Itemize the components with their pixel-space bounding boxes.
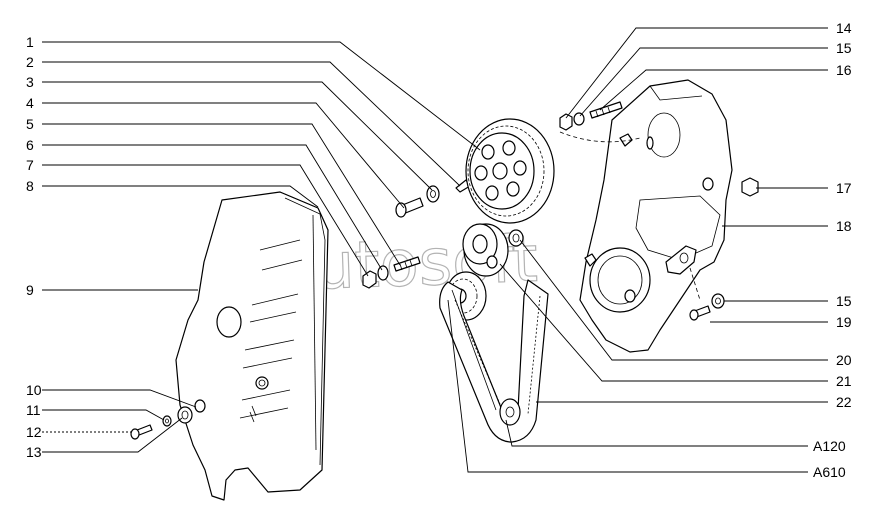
callout-18: 18	[836, 218, 852, 234]
callout-12: 12	[26, 424, 42, 440]
rear-cover-washer-top	[573, 112, 585, 126]
callout-9: 9	[26, 282, 34, 298]
callout-4: 4	[26, 95, 34, 111]
callout-7: 7	[26, 157, 34, 173]
tensioner-nut	[362, 270, 377, 289]
callout-15-bottom: 15	[836, 293, 852, 309]
callout-20: 20	[836, 352, 852, 368]
roller-spacer	[508, 229, 524, 247]
callout-8: 8	[26, 178, 34, 194]
callout-16: 16	[836, 62, 852, 78]
cover-bolt	[130, 424, 153, 440]
tensioner-roller	[462, 223, 509, 277]
tensioner-stud	[393, 256, 421, 272]
rear-belt-cover	[579, 79, 733, 353]
leader-lines-left	[42, 41, 481, 453]
assembly-line-stud	[559, 131, 641, 143]
callouts-left: 1 2 3 4 5 6 7 8 9 10 11 12 13	[26, 34, 42, 460]
cover-spacer	[194, 399, 206, 413]
assembly-line-bracket	[689, 267, 701, 301]
callout-A120: A120	[813, 438, 846, 454]
callout-A610: A610	[813, 464, 846, 480]
callouts-right: 14 15 16 17 18 15 19 20 21 22 A120 A610	[813, 20, 852, 480]
bracket-washer	[711, 293, 725, 309]
callout-2: 2	[26, 54, 34, 70]
camshaft-pulley	[465, 118, 555, 224]
cover-washer	[162, 415, 172, 427]
callout-5: 5	[26, 116, 34, 132]
rear-cover-nut	[559, 113, 573, 131]
callout-22: 22	[836, 394, 852, 410]
camshaft-pulley-washer	[426, 185, 440, 203]
callout-11: 11	[26, 402, 41, 418]
callout-21: 21	[836, 373, 852, 389]
callout-15-top: 15	[836, 40, 852, 56]
callout-6: 6	[26, 137, 34, 153]
callout-13: 13	[26, 444, 42, 460]
callout-1: 1	[26, 34, 34, 50]
rear-cover-stud	[589, 101, 623, 119]
cover-bracket	[665, 245, 697, 275]
callout-10: 10	[26, 382, 42, 398]
camshaft-pulley-bolt	[395, 197, 424, 218]
callout-17: 17	[836, 180, 852, 196]
bracket-bolt	[689, 305, 711, 321]
callout-14: 14	[836, 20, 852, 36]
tensioner-washer	[377, 265, 389, 281]
timing-belt	[439, 279, 549, 443]
leader-lines-right	[447, 27, 828, 473]
outer-belt-cover	[175, 191, 329, 501]
callout-19: 19	[836, 314, 852, 330]
cover-grommet	[177, 406, 193, 424]
callout-3: 3	[26, 74, 34, 90]
rear-cover-grommet	[741, 177, 759, 197]
